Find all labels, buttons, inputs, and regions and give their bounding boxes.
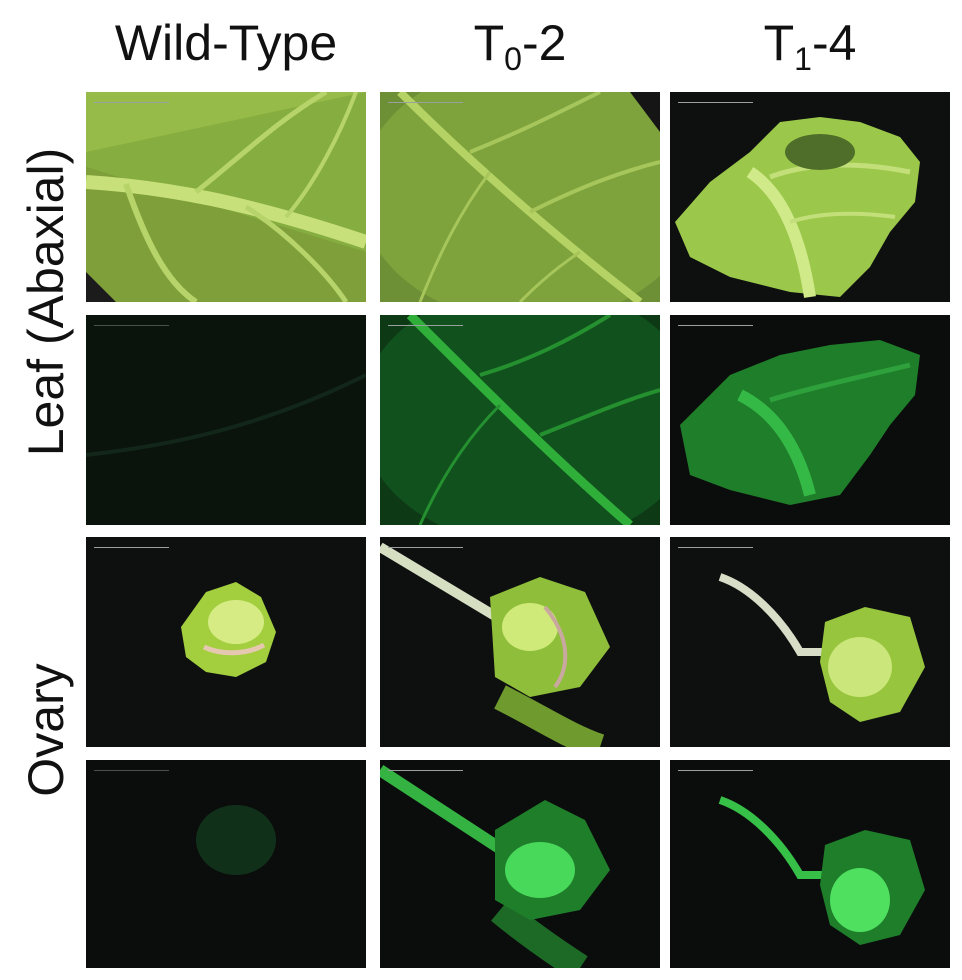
scale-bar (94, 102, 169, 103)
scale-bar (388, 770, 463, 771)
scale-bar (388, 325, 463, 326)
scale-bar (388, 102, 463, 103)
scale-bar (678, 770, 753, 771)
t1-subscript: 1 (794, 41, 812, 77)
photo-leaf-t0-2-fluorescence (380, 315, 660, 525)
scale-bar (678, 547, 753, 548)
t0-suffix: -2 (521, 15, 567, 71)
column-header-wild-type: Wild-Type (114, 15, 338, 71)
photo-ovary-t1-4-fluorescence (670, 760, 950, 968)
t0-subscript: 0 (504, 41, 522, 77)
scale-bar (678, 102, 753, 103)
scale-bar (94, 547, 169, 548)
scale-bar (94, 325, 169, 326)
t1-suffix: -4 (811, 15, 857, 71)
scale-bar (388, 547, 463, 548)
photo-leaf-t0-2-brightfield (380, 92, 660, 302)
column-header-t1-4: T1-4 (670, 8, 950, 78)
row-label-leaf: Leaf (Abaxial) (18, 147, 74, 457)
photo-leaf-t1-4-fluorescence (670, 315, 950, 525)
column-header-t0-2: T0-2 (380, 8, 660, 78)
photo-leaf-wild-type-brightfield (86, 92, 366, 302)
t0-main: T (473, 15, 505, 71)
photo-ovary-wild-type-brightfield (86, 537, 366, 747)
photo-ovary-t1-4-brightfield (670, 537, 950, 747)
row-label-ovary: Ovary (18, 663, 74, 797)
photo-ovary-wild-type-fluorescence (86, 760, 366, 968)
photo-ovary-t0-2-fluorescence (380, 760, 660, 968)
t1-main: T (763, 15, 795, 71)
photo-leaf-t1-4-brightfield (670, 92, 950, 302)
scale-bar (94, 770, 169, 771)
photo-ovary-t0-2-brightfield (380, 537, 660, 747)
scale-bar (678, 325, 753, 326)
photo-leaf-wild-type-fluorescence (86, 315, 366, 525)
